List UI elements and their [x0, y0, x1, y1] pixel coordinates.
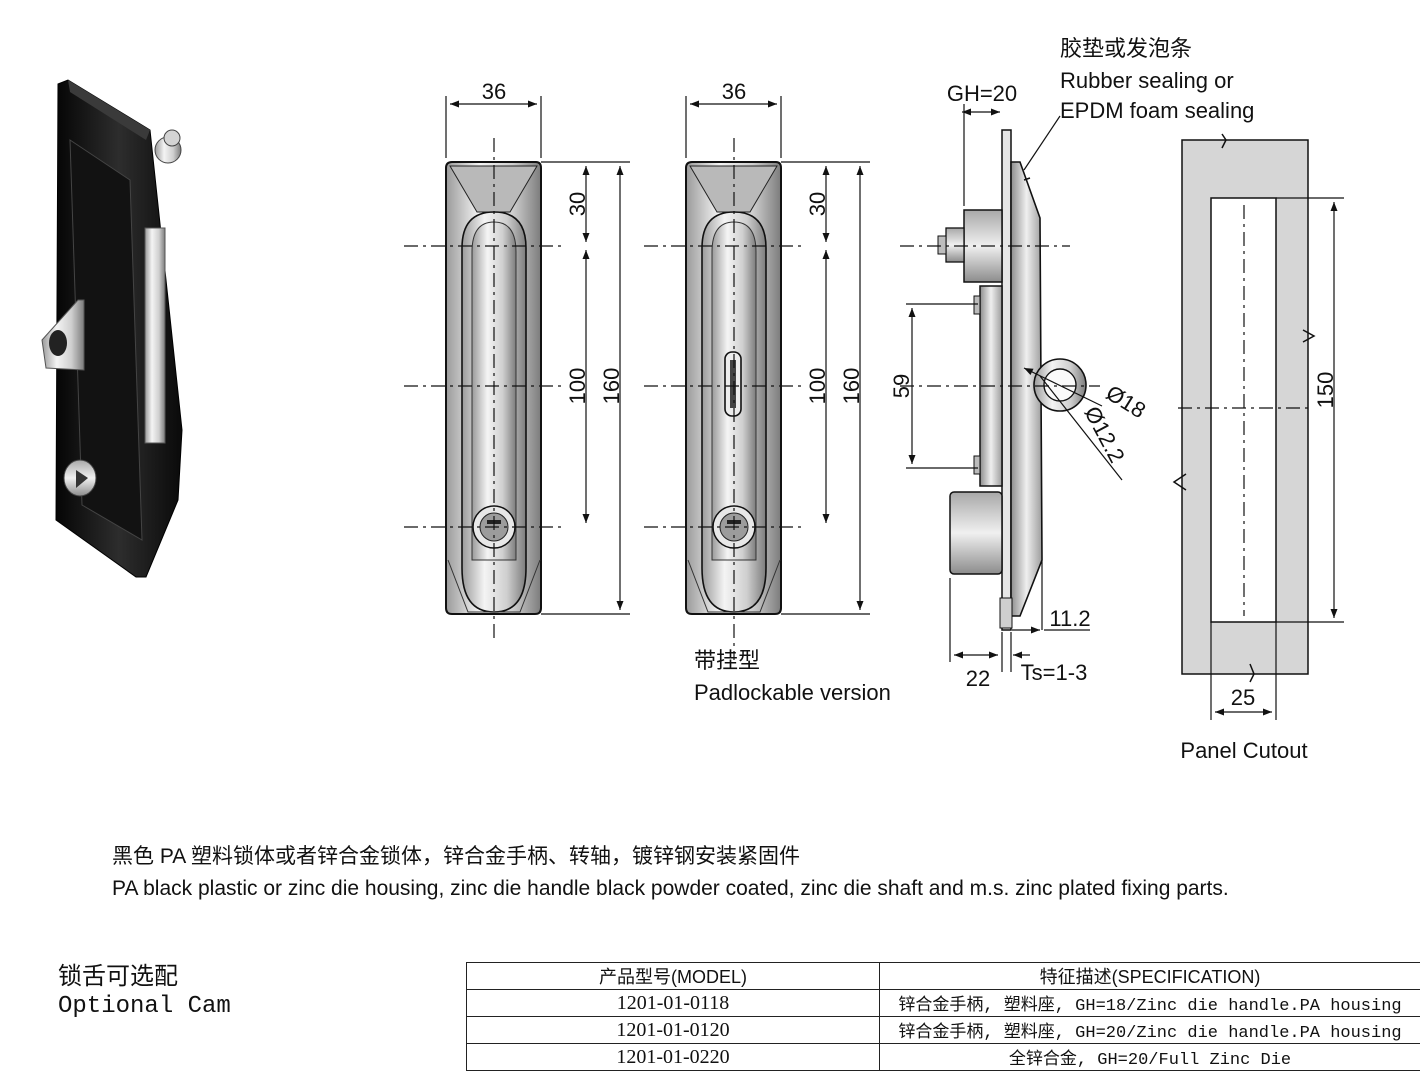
dim-length-front: 160 — [599, 368, 624, 405]
dim-side-height: 59 — [889, 374, 914, 398]
table-row: 1201-01-0220 全锌合金, GH=20/Full Zinc Die — [467, 1044, 1420, 1071]
product-photo — [42, 80, 182, 577]
cell-model: 1201-01-0220 — [467, 1044, 880, 1071]
dim-cutout-height: 150 — [1313, 372, 1338, 409]
cell-spec: 全锌合金, GH=20/Full Zinc Die — [880, 1044, 1420, 1071]
header-model: 产品型号(MODEL) — [467, 963, 880, 990]
label-padlock-cn: 带挂型 — [694, 648, 760, 673]
description-en: PA black plastic or zinc die housing, zi… — [112, 874, 1229, 904]
label-gasket-en-1: Rubber sealing or — [1060, 68, 1234, 93]
dim-pivot-key-front: 100 — [565, 368, 590, 405]
cell-model: 1201-01-0118 — [467, 990, 880, 1017]
description-cn: 黑色 PA 塑料锁体或者锌合金锁体，锌合金手柄、转轴，镀锌钢安装紧固件 — [112, 842, 800, 872]
dim-panel-thickness: Ts=1-3 — [1021, 660, 1088, 685]
side-view — [938, 130, 1086, 630]
cell-spec: 锌合金手柄, 塑料座, GH=18/Zinc die handle.PA hou… — [880, 990, 1420, 1017]
dim-body-depth: 22 — [966, 666, 990, 691]
optional-cam-cn: 锁舌可选配 — [58, 956, 178, 991]
header-specification: 特征描述(SPECIFICATION) — [880, 963, 1420, 990]
cell-model: 1201-01-0120 — [467, 1017, 880, 1044]
dim-width-front: 36 — [482, 79, 506, 104]
label-gasket-cn: 胶垫或发泡条 — [1060, 36, 1192, 61]
table-row: 1201-01-0118 锌合金手柄, 塑料座, GH=18/Zinc die … — [467, 990, 1420, 1017]
table-header-row: 产品型号(MODEL) 特征描述(SPECIFICATION) — [467, 963, 1420, 990]
table-row: 1201-01-0120 锌合金手柄, 塑料座, GH=20/Zinc die … — [467, 1017, 1420, 1044]
dim-top-pivot-padlock: 30 — [805, 192, 830, 216]
optional-cam-en: Optional Cam — [58, 993, 231, 1020]
dim-width-padlock: 36 — [722, 79, 746, 104]
label-padlock-en: Padlockable version — [694, 680, 891, 705]
spec-table: 产品型号(MODEL) 特征描述(SPECIFICATION) 1201-01-… — [466, 962, 1420, 1071]
dim-cam-offset: 11.2 — [1049, 606, 1090, 631]
dim-grip-height: GH=20 — [947, 81, 1017, 106]
cell-spec: 锌合金手柄, 塑料座, GH=20/Zinc die handle.PA hou… — [880, 1017, 1420, 1044]
label-panel-cutout: Panel Cutout — [1180, 738, 1307, 763]
dim-length-padlock: 160 — [839, 368, 864, 405]
dim-cutout-width: 25 — [1231, 685, 1255, 710]
dim-pivot-key-padlock: 100 — [805, 368, 830, 405]
label-gasket-en-2: EPDM foam sealing — [1060, 98, 1254, 123]
dim-top-pivot-front: 30 — [565, 192, 590, 216]
